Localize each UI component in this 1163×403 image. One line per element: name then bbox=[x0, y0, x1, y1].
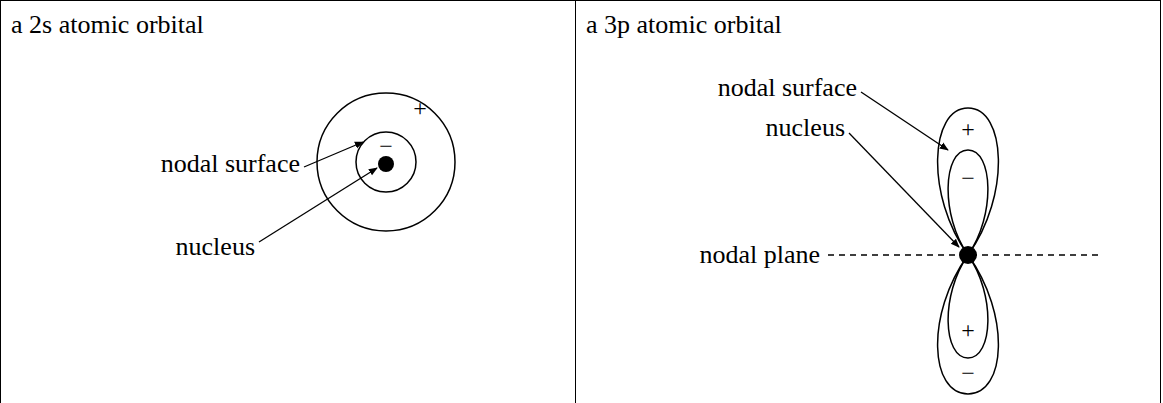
outer-lobe bbox=[938, 255, 999, 394]
leader-line bbox=[259, 168, 377, 242]
outer-lobe bbox=[938, 108, 999, 255]
phase-sign: + bbox=[961, 117, 975, 141]
nodal-sphere bbox=[356, 132, 416, 192]
nucleus-dot bbox=[378, 156, 394, 172]
phase-sign: − bbox=[961, 166, 975, 190]
panel-title: a 2s atomic orbital bbox=[1, 1, 214, 49]
part-label: nodal surface bbox=[161, 151, 300, 177]
part-label: nodal surface bbox=[718, 75, 857, 101]
part-label: nodal plane bbox=[699, 242, 820, 268]
part-label: nucleus bbox=[766, 115, 845, 141]
orbital-panel: a 2s atomic orbital bbox=[0, 0, 576, 403]
orbital-panel: a 3p atomic orbital bbox=[575, 0, 1161, 403]
inner-lobe bbox=[948, 150, 988, 255]
outer-surface bbox=[317, 93, 455, 231]
nucleus-dot bbox=[959, 246, 977, 264]
phase-sign: + bbox=[961, 318, 975, 342]
phase-sign: − bbox=[379, 134, 393, 158]
phase-sign: + bbox=[413, 96, 427, 120]
panel-title: a 3p atomic orbital bbox=[576, 1, 792, 49]
phase-sign: − bbox=[961, 361, 975, 385]
leader-line bbox=[304, 142, 363, 167]
leader-line bbox=[861, 92, 948, 150]
part-label: nucleus bbox=[176, 234, 255, 260]
leader-line bbox=[849, 133, 959, 247]
inner-lobe bbox=[948, 255, 988, 358]
